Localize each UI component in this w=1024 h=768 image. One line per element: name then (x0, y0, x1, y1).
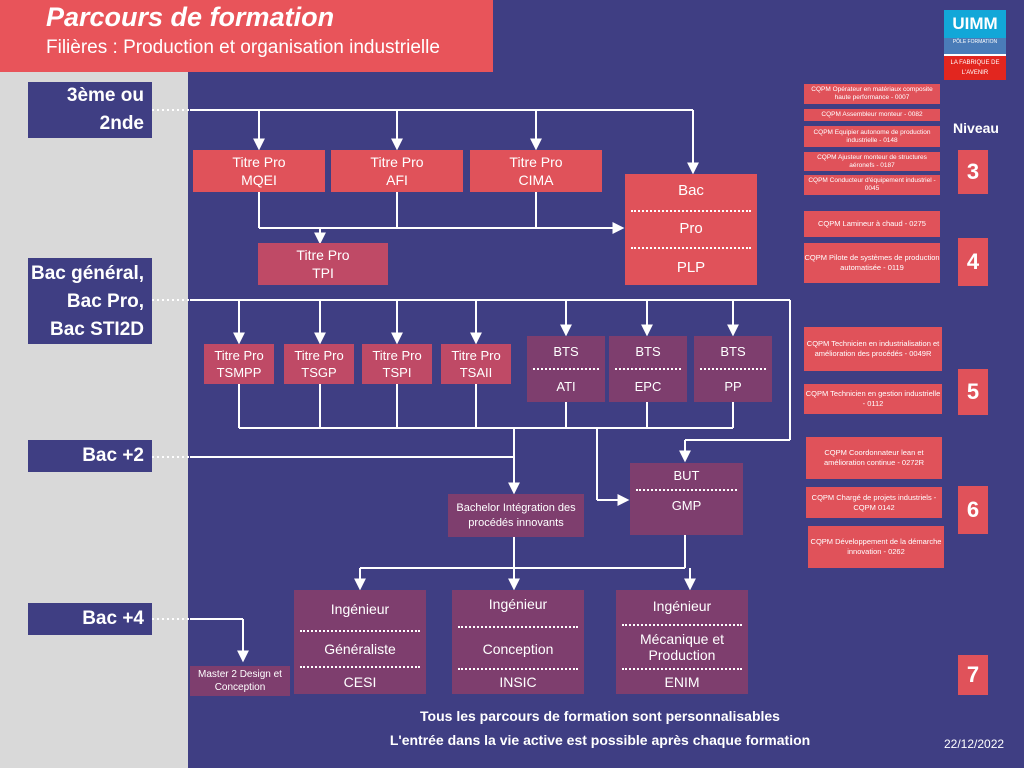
logo-pole-text: PÔLE FORMATION (944, 38, 1006, 54)
box-line2: TSGP (301, 365, 337, 380)
ingenieur-insic[interactable]: Ingénieur Conception INSIC (452, 590, 584, 694)
level-tab-label: Bac général, Bac Pro, Bac STI2D (31, 263, 144, 340)
bts-pp[interactable]: BTS PP (694, 336, 772, 402)
uimm-logo: UIMM PÔLE FORMATION LA FABRIQUE DE L'AVE… (944, 10, 1006, 80)
logo-fabrique-text: LA FABRIQUE DE L'AVENIR (944, 56, 1006, 80)
logo-uimm-text: UIMM (944, 10, 1006, 38)
box-line1: BTS (553, 343, 579, 359)
level-badge-6: 6 (958, 486, 988, 534)
cqpm-item[interactable]: CQPM Equipier autonome de production ind… (804, 126, 940, 147)
box-line1: BTS (720, 343, 746, 359)
bachelor-label: Bachelor Intégration des procédés innova… (456, 501, 576, 529)
box-line1: Titre Pro (451, 348, 501, 363)
cqpm-item[interactable]: CQPM Conducteur d'équipement industriel … (804, 175, 940, 195)
box-line2: TPI (312, 265, 334, 281)
box-line2: TSAII (459, 365, 493, 380)
box-line2: TSMPP (216, 365, 262, 380)
box-line1: Ingénieur (330, 601, 390, 617)
box-line2: MQEI (241, 172, 277, 188)
box-line1: BTS (635, 343, 661, 359)
level-tab-label: Bac +4 (82, 608, 144, 629)
ingenieur-enim[interactable]: Ingénieur Mécanique et Production ENIM (616, 590, 748, 694)
level-badge-7: 7 (958, 655, 988, 695)
box-line2: EPC (634, 378, 662, 394)
level-tab-3eme: 3ème ou 2nde (28, 82, 152, 138)
footer-line2: L'entrée dans la vie active est possible… (389, 732, 811, 748)
box-line2: Mécanique et Production (639, 631, 725, 663)
niveau-title: Niveau (953, 120, 999, 136)
box-line1: Titre Pro (296, 247, 350, 263)
box-line1: Titre Pro (214, 348, 264, 363)
box-line1: Ingénieur (652, 598, 712, 614)
bac-pro-plp[interactable]: Bac Pro PLP (625, 174, 757, 285)
box-line1: BUT (673, 467, 700, 483)
box-line3: INSIC (499, 674, 537, 690)
cqpm-item[interactable]: CQPM Opérateur en matériaux composite ha… (804, 84, 940, 104)
box-line1: Titre Pro (372, 348, 422, 363)
page-subtitle: Filières : Production et organisation in… (46, 37, 440, 58)
cqpm-item[interactable]: CQPM Chargé de projets industriels - CQP… (806, 487, 942, 518)
box-line3: CESI (343, 673, 377, 690)
cqpm-item[interactable]: CQPM Lamineur à chaud - 0275 (804, 211, 940, 237)
box-line2: PP (724, 378, 742, 394)
box-line2: TSPI (382, 365, 412, 380)
but-gmp[interactable]: BUT GMP (630, 463, 743, 535)
level-tab-bac2: Bac +2 (28, 440, 152, 472)
bac-line: Bac (678, 182, 704, 199)
date-label: 22/12/2022 (944, 737, 1005, 751)
box-line2: Généraliste (324, 641, 396, 657)
level-badge-3: 3 (958, 150, 988, 194)
bts-epc[interactable]: BTS EPC (609, 336, 687, 402)
level-tab-bac: Bac général, Bac Pro, Bac STI2D (28, 258, 152, 344)
cqpm-item[interactable]: CQPM Pilote de systèmes de production au… (804, 243, 940, 283)
level-tab-label: 3ème ou 2nde (66, 85, 144, 134)
box-line1: Ingénieur (488, 596, 548, 612)
level-tab-label: Bac +2 (82, 445, 144, 466)
cqpm-item[interactable]: CQPM Technicien en gestion industrielle … (804, 384, 942, 414)
master-label: Master 2 Design et Conception (198, 669, 282, 693)
box-line2: Conception (482, 641, 554, 657)
cqpm-item[interactable]: CQPM Assembleur monteur - 0082 (804, 109, 940, 121)
level-badge-4: 4 (958, 238, 988, 286)
box-line2: AFI (386, 172, 408, 188)
level-tab-bac4: Bac +4 (28, 603, 152, 635)
box-line1: Titre Pro (370, 154, 424, 170)
box-line1: Titre Pro (294, 348, 344, 363)
box-line2: CIMA (518, 172, 554, 188)
box-line2: ATI (556, 378, 576, 394)
page-title: Parcours de formation (46, 2, 335, 32)
box-line2: GMP (671, 497, 702, 513)
pro-line: Pro (679, 220, 703, 237)
cqpm-item[interactable]: CQPM Développement de la démarche innova… (808, 526, 944, 568)
bachelor-box[interactable]: Bachelor Intégration des procédés innova… (448, 494, 584, 537)
cqpm-item[interactable]: CQPM Coordonnateur lean et amélioration … (806, 437, 942, 479)
header-banner: Parcours de formation Filières : Product… (0, 0, 493, 72)
master-box[interactable]: Master 2 Design et Conception (190, 666, 290, 696)
level-badge-5: 5 (958, 369, 988, 415)
box-line3: ENIM (664, 674, 700, 690)
ingenieur-cesi[interactable]: Ingénieur Généraliste CESI (294, 590, 426, 694)
plp-line: PLP (676, 259, 706, 276)
bts-ati[interactable]: BTS ATI (527, 336, 605, 402)
footer-line1: Tous les parcours de formation sont pers… (420, 708, 780, 724)
cqpm-item[interactable]: CQPM Technicien en industrialisation et … (804, 327, 942, 371)
box-line1: Titre Pro (509, 154, 563, 170)
cqpm-item[interactable]: CQPM Ajusteur monteur de structures aéro… (804, 152, 940, 171)
box-line1: Titre Pro (232, 154, 286, 170)
